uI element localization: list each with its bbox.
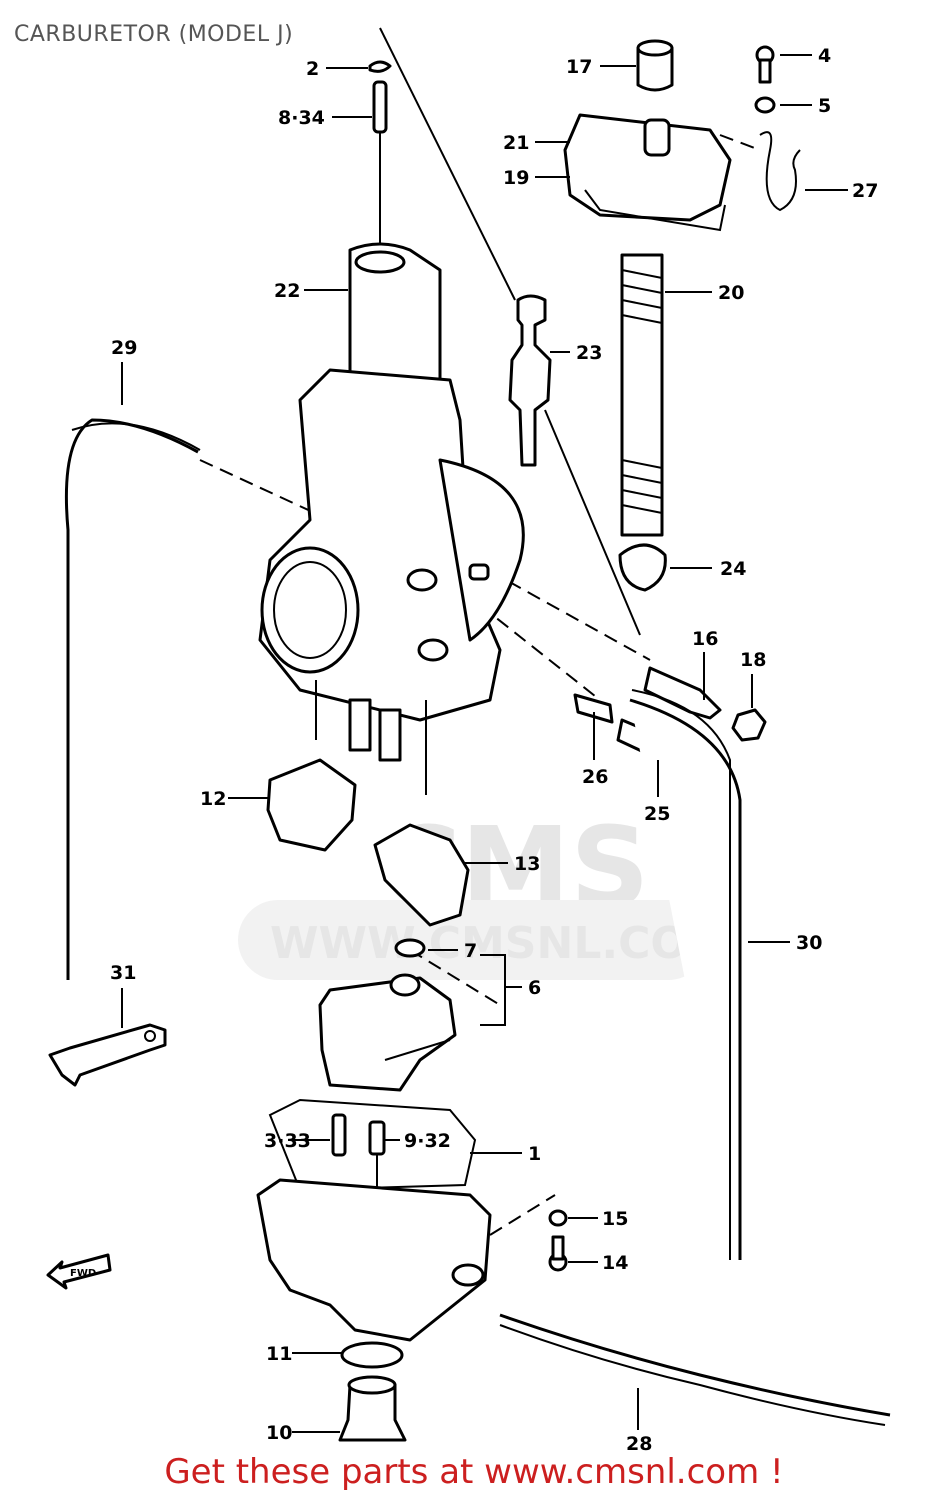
callout-11: 11 (266, 1343, 292, 1365)
guide-line-23-24 (544, 409, 641, 636)
leader-lines (121, 54, 848, 1433)
callout-18: 18 (740, 649, 766, 671)
fwd-label: FWD (70, 1268, 96, 1279)
callout-17: 17 (566, 56, 592, 78)
callout-12: 12 (200, 788, 226, 810)
callout-labels: 2 8·34 17 4 5 21 19 27 22 20 29 23 24 16… (110, 45, 878, 1455)
part-10-drain-plug (338, 1375, 407, 1442)
part-28-hose (499, 1313, 891, 1426)
callout-27: 27 (852, 180, 878, 202)
part-6-float-valve-seat (318, 973, 457, 1092)
part-11-o-ring (340, 1341, 404, 1369)
callout-15: 15 (602, 1208, 628, 1230)
part-18-nut (731, 708, 767, 742)
callout-22: 22 (274, 280, 300, 302)
guide-line-float (409, 949, 501, 1006)
footer-link[interactable]: Get these parts at www.cmsnl.com ! (164, 1452, 784, 1492)
callout-3-33: 3·33 (264, 1130, 311, 1152)
watermark-banner (238, 900, 708, 980)
part-5-washer (754, 96, 776, 114)
watermark-url-text: WWW.CMSNL.COM (270, 918, 732, 969)
callout-24: 24 (720, 558, 746, 580)
callout-29: 29 (111, 337, 137, 359)
part-3-main-jet (331, 1113, 347, 1157)
part-16-adjust-screw (643, 666, 722, 720)
part-23-starter-plunger (508, 294, 552, 467)
callout-13: 13 (514, 853, 540, 875)
part-14-screw (548, 1235, 568, 1272)
carburetor-body (258, 368, 525, 795)
callout-8-34: 8·34 (278, 107, 325, 129)
part-26-spring (573, 693, 614, 724)
callout-7: 7 (464, 940, 477, 962)
part-12-valve-holder (266, 758, 357, 852)
guide-line-spring (479, 604, 601, 701)
page-title: CARBURETOR (MODEL J) (14, 22, 294, 47)
part-22-throttle-valve (348, 242, 442, 394)
part-7-o-ring (394, 938, 426, 958)
part-2-clip (368, 60, 392, 73)
part-15-washer (548, 1209, 568, 1227)
callout-21: 21 (503, 132, 529, 154)
callout-10: 10 (266, 1422, 292, 1444)
callout-5: 5 (818, 95, 831, 117)
callout-2: 2 (306, 58, 319, 80)
guide-line-screw-14 (489, 1194, 556, 1236)
fwd-arrow-icon: FWD (46, 1253, 112, 1290)
guide-line-top (379, 27, 516, 301)
part-30-hose (629, 689, 742, 1260)
callout-30: 30 (796, 932, 822, 954)
part-27-clamp (759, 131, 801, 212)
callout-14: 14 (602, 1252, 628, 1274)
callout-4: 4 (818, 45, 831, 67)
callout-6: 6 (528, 977, 541, 999)
part-31-bracket (48, 1023, 167, 1087)
part-17-cap (636, 39, 674, 92)
guide-line-cap (719, 134, 761, 151)
callout-23: 23 (576, 342, 602, 364)
callout-9-32: 9·32 (404, 1130, 451, 1152)
part-8-jet-needle (372, 80, 388, 250)
callout-26: 26 (582, 766, 608, 788)
callout-16: 16 (692, 628, 718, 650)
callout-1: 1 (528, 1143, 541, 1165)
part-21-top-cap (563, 113, 732, 232)
callout-20: 20 (718, 282, 744, 304)
callout-25: 25 (644, 803, 670, 825)
part-24-spring (618, 543, 667, 592)
part-4-screw (755, 45, 775, 84)
part-29-hose (64, 418, 201, 980)
callout-19: 19 (503, 167, 529, 189)
float-chamber-bowl (256, 1178, 492, 1342)
part-20-cable-spring (620, 253, 664, 537)
callout-31: 31 (110, 962, 136, 984)
callout-28: 28 (626, 1433, 652, 1455)
part-13-float (373, 823, 470, 927)
watermark: CMS WWW.CMSNL.COM (238, 803, 732, 980)
